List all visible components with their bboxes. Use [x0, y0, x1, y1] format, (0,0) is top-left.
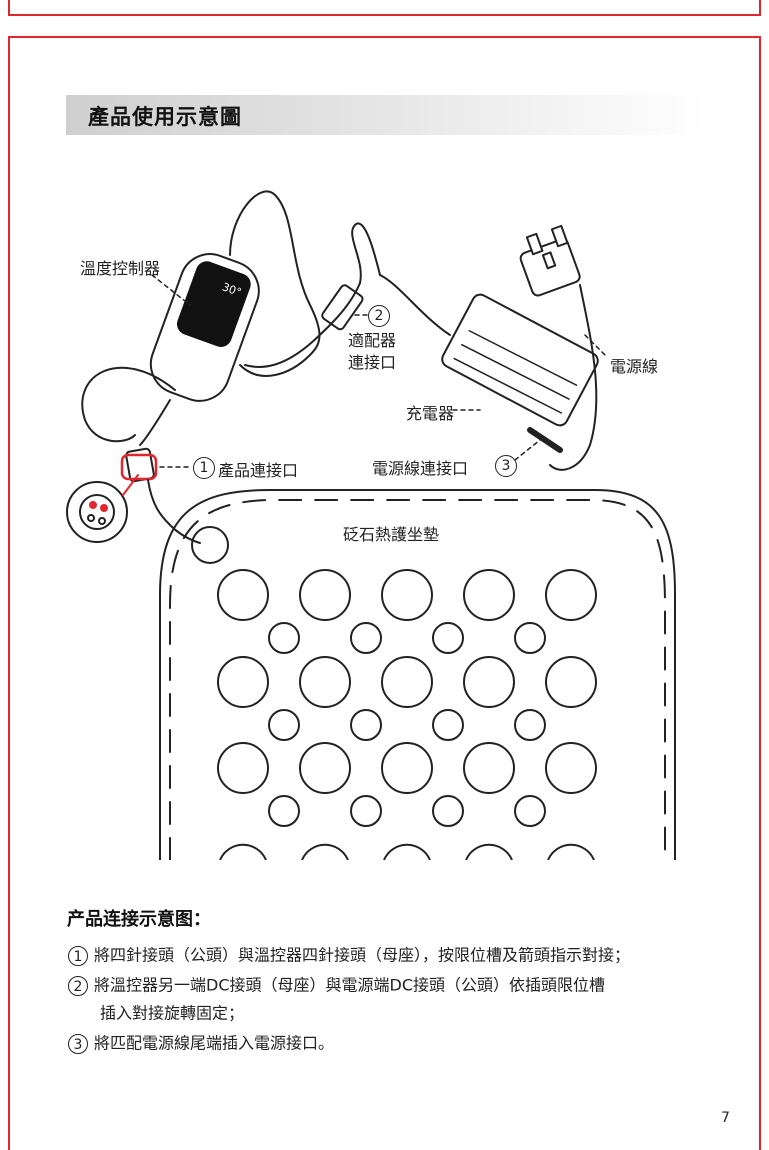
section-header-bar: [66, 95, 706, 135]
controller-body: [149, 253, 260, 402]
product-connector: [125, 447, 155, 483]
dc-cable: [244, 282, 361, 368]
label-power-port: 電源線連接口: [372, 459, 469, 478]
dc-cable-loop: [351, 222, 381, 284]
controller-display-text: 30°: [220, 280, 243, 299]
marker-one: 1: [193, 457, 215, 479]
page-number: 7: [721, 1110, 730, 1126]
top-border-strip: [8, 0, 761, 16]
connection-diagram: 30° 溫度控制器 適配器 連接口 電源線 充電器 電源線連接口 產品連接口 砭…: [60, 175, 710, 861]
step-2-continued: 插入對接旋轉固定；: [100, 1002, 244, 1025]
step-1-number: 1: [68, 945, 88, 966]
label-adapter-line1: 適配器: [348, 331, 397, 350]
marker-two: 2: [368, 305, 390, 327]
step-1: 1 將四針接頭（公頭）與溫控器四針接頭（母座），按限位槽及箭頭指示對接；: [68, 944, 630, 967]
step-1-text: 將四針接頭（公頭）與溫控器四針接頭（母座），按限位槽及箭頭指示對接；: [94, 945, 631, 965]
label-adapter-line2: 連接口: [348, 353, 397, 372]
connector-lower-cable: [147, 479, 201, 544]
controller-cable-loop: [229, 190, 321, 377]
label-product-port: 產品連接口: [218, 461, 299, 480]
label-power-cord: 電源線: [610, 357, 659, 376]
controller-lower-cable: [139, 399, 171, 446]
mat-knob: [191, 526, 229, 564]
power-cord: [549, 284, 598, 471]
mat-outline: [159, 489, 676, 861]
step-2-text: 將溫控器另一端DC接頭（母座）與電源端DC接頭（公頭）依插頭限位槽: [94, 975, 605, 995]
power-plug-end: [527, 427, 563, 453]
page-frame: [8, 36, 761, 1150]
step-2: 2 將溫控器另一端DC接頭（母座）與電源端DC接頭（公頭）依插頭限位槽: [68, 974, 605, 997]
marker-three: 3: [495, 455, 517, 477]
left-cable-loop: [81, 366, 176, 443]
product-connector-highlight: [120, 453, 158, 481]
label-controller: 溫度控制器: [80, 259, 161, 278]
step-3: 3 將匹配電源線尾端插入電源接口。: [68, 1032, 334, 1055]
step-2-number: 2: [68, 975, 88, 996]
mat-stone-circles: [217, 569, 597, 861]
uk-plug: [519, 238, 581, 297]
label-mat: 砭石熱護坐墊: [343, 525, 440, 544]
step-2-text-continued: 插入對接旋轉固定；: [100, 1003, 245, 1023]
connector-zoom-circle: [66, 481, 128, 543]
controller-screen: [176, 261, 251, 347]
dc-plug: [321, 284, 364, 331]
step-3-number: 3: [68, 1033, 88, 1054]
section-title: 產品使用示意圖: [88, 105, 242, 129]
mat-dashed-outline: [169, 499, 666, 861]
charger-dc-cable: [379, 274, 451, 336]
diagram-illustration: 30°: [66, 190, 676, 861]
step-3-text: 將匹配電源線尾端插入電源接口。: [94, 1033, 335, 1053]
notes-title: 产品连接示意图：: [67, 909, 211, 930]
connector-zoom-inner: [79, 494, 115, 530]
label-charger: 充電器: [406, 404, 455, 423]
charger-body: [441, 293, 599, 427]
